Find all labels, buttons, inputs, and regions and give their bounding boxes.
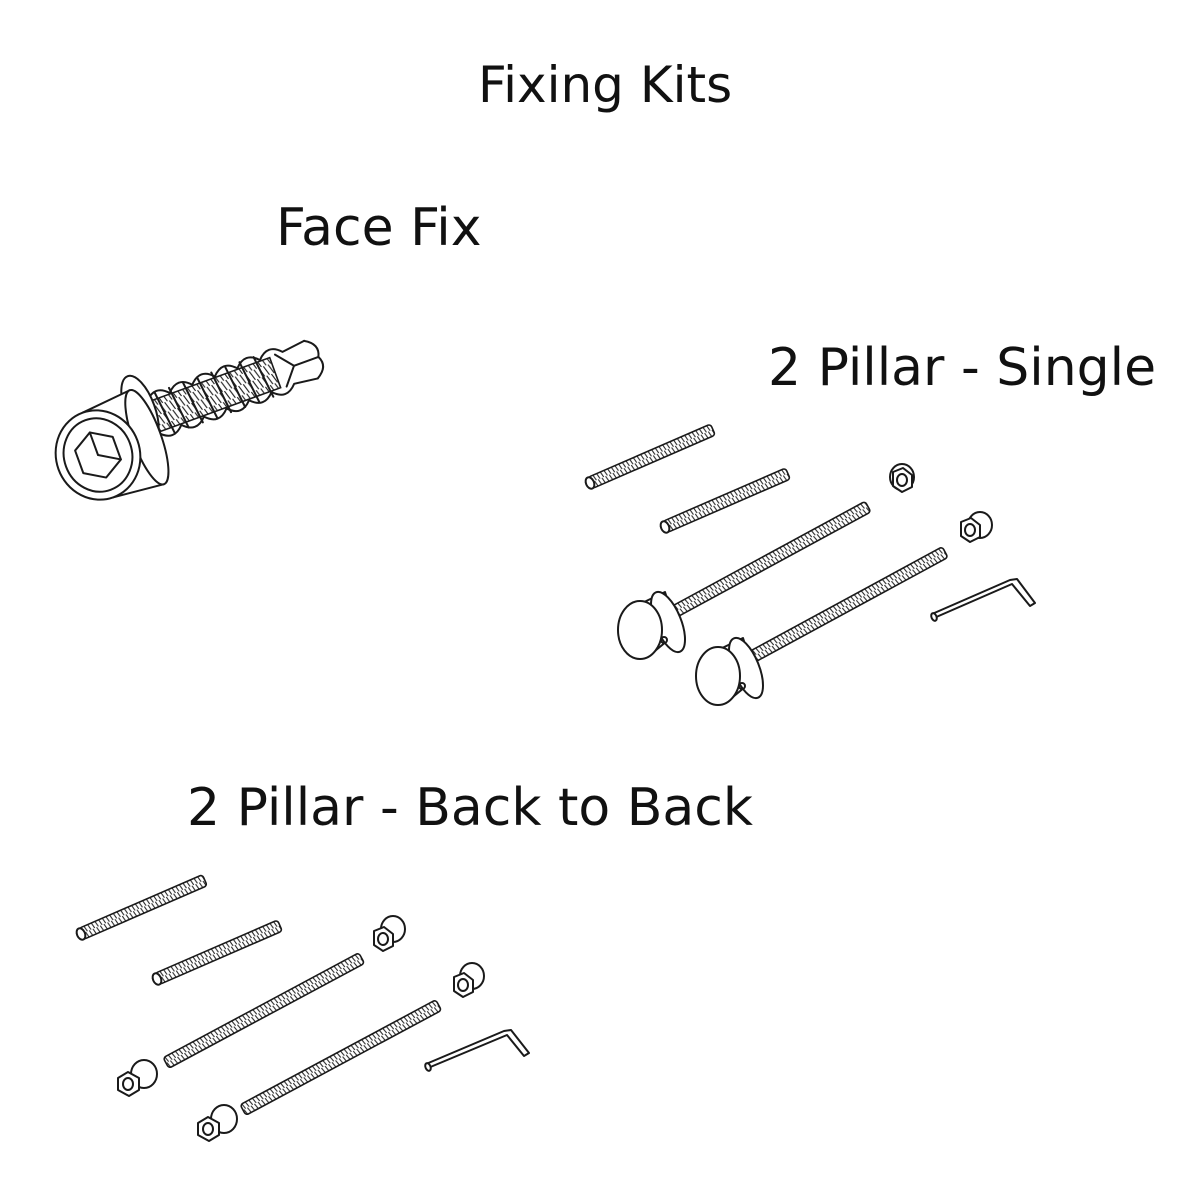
two-pillar-back-to-back-group: [75, 874, 530, 1142]
threaded-rod-long-icon: [747, 547, 948, 664]
hex-nut-icon: [453, 962, 485, 998]
allen-key-icon: [930, 578, 1036, 622]
hex-nut-icon: [117, 1059, 158, 1097]
two-pillar-single-kit-title: 2 Pillar - Single: [768, 338, 1157, 398]
face-fix-group: [54, 339, 325, 501]
allen-key-icon: [424, 1029, 530, 1072]
threaded-rod-long-icon: [163, 953, 365, 1069]
threaded-rod-short-icon: [151, 920, 283, 986]
threaded-rod-long-icon: [240, 1000, 442, 1116]
page-title: Fixing Kits: [478, 56, 733, 114]
threaded-rod-short-icon: [75, 874, 208, 941]
socket-cap-screw-icon: [54, 388, 170, 501]
dome-cap-icon: [695, 636, 764, 706]
hex-nut-icon: [373, 915, 406, 952]
hex-nut-icon: [960, 511, 993, 543]
hex-nut-icon: [889, 463, 915, 493]
two-pillar-back-to-back-kit-title: 2 Pillar - Back to Back: [187, 778, 753, 838]
screw-thread-icon: [146, 356, 282, 434]
face-fix-kit-title: Face Fix: [276, 198, 482, 258]
hex-nut-icon: [197, 1104, 238, 1142]
two-pillar-single-group: [584, 424, 1036, 706]
dome-cap-icon: [617, 590, 686, 660]
threaded-rod-short-icon: [659, 468, 791, 534]
threaded-rod-short-icon: [584, 424, 716, 490]
